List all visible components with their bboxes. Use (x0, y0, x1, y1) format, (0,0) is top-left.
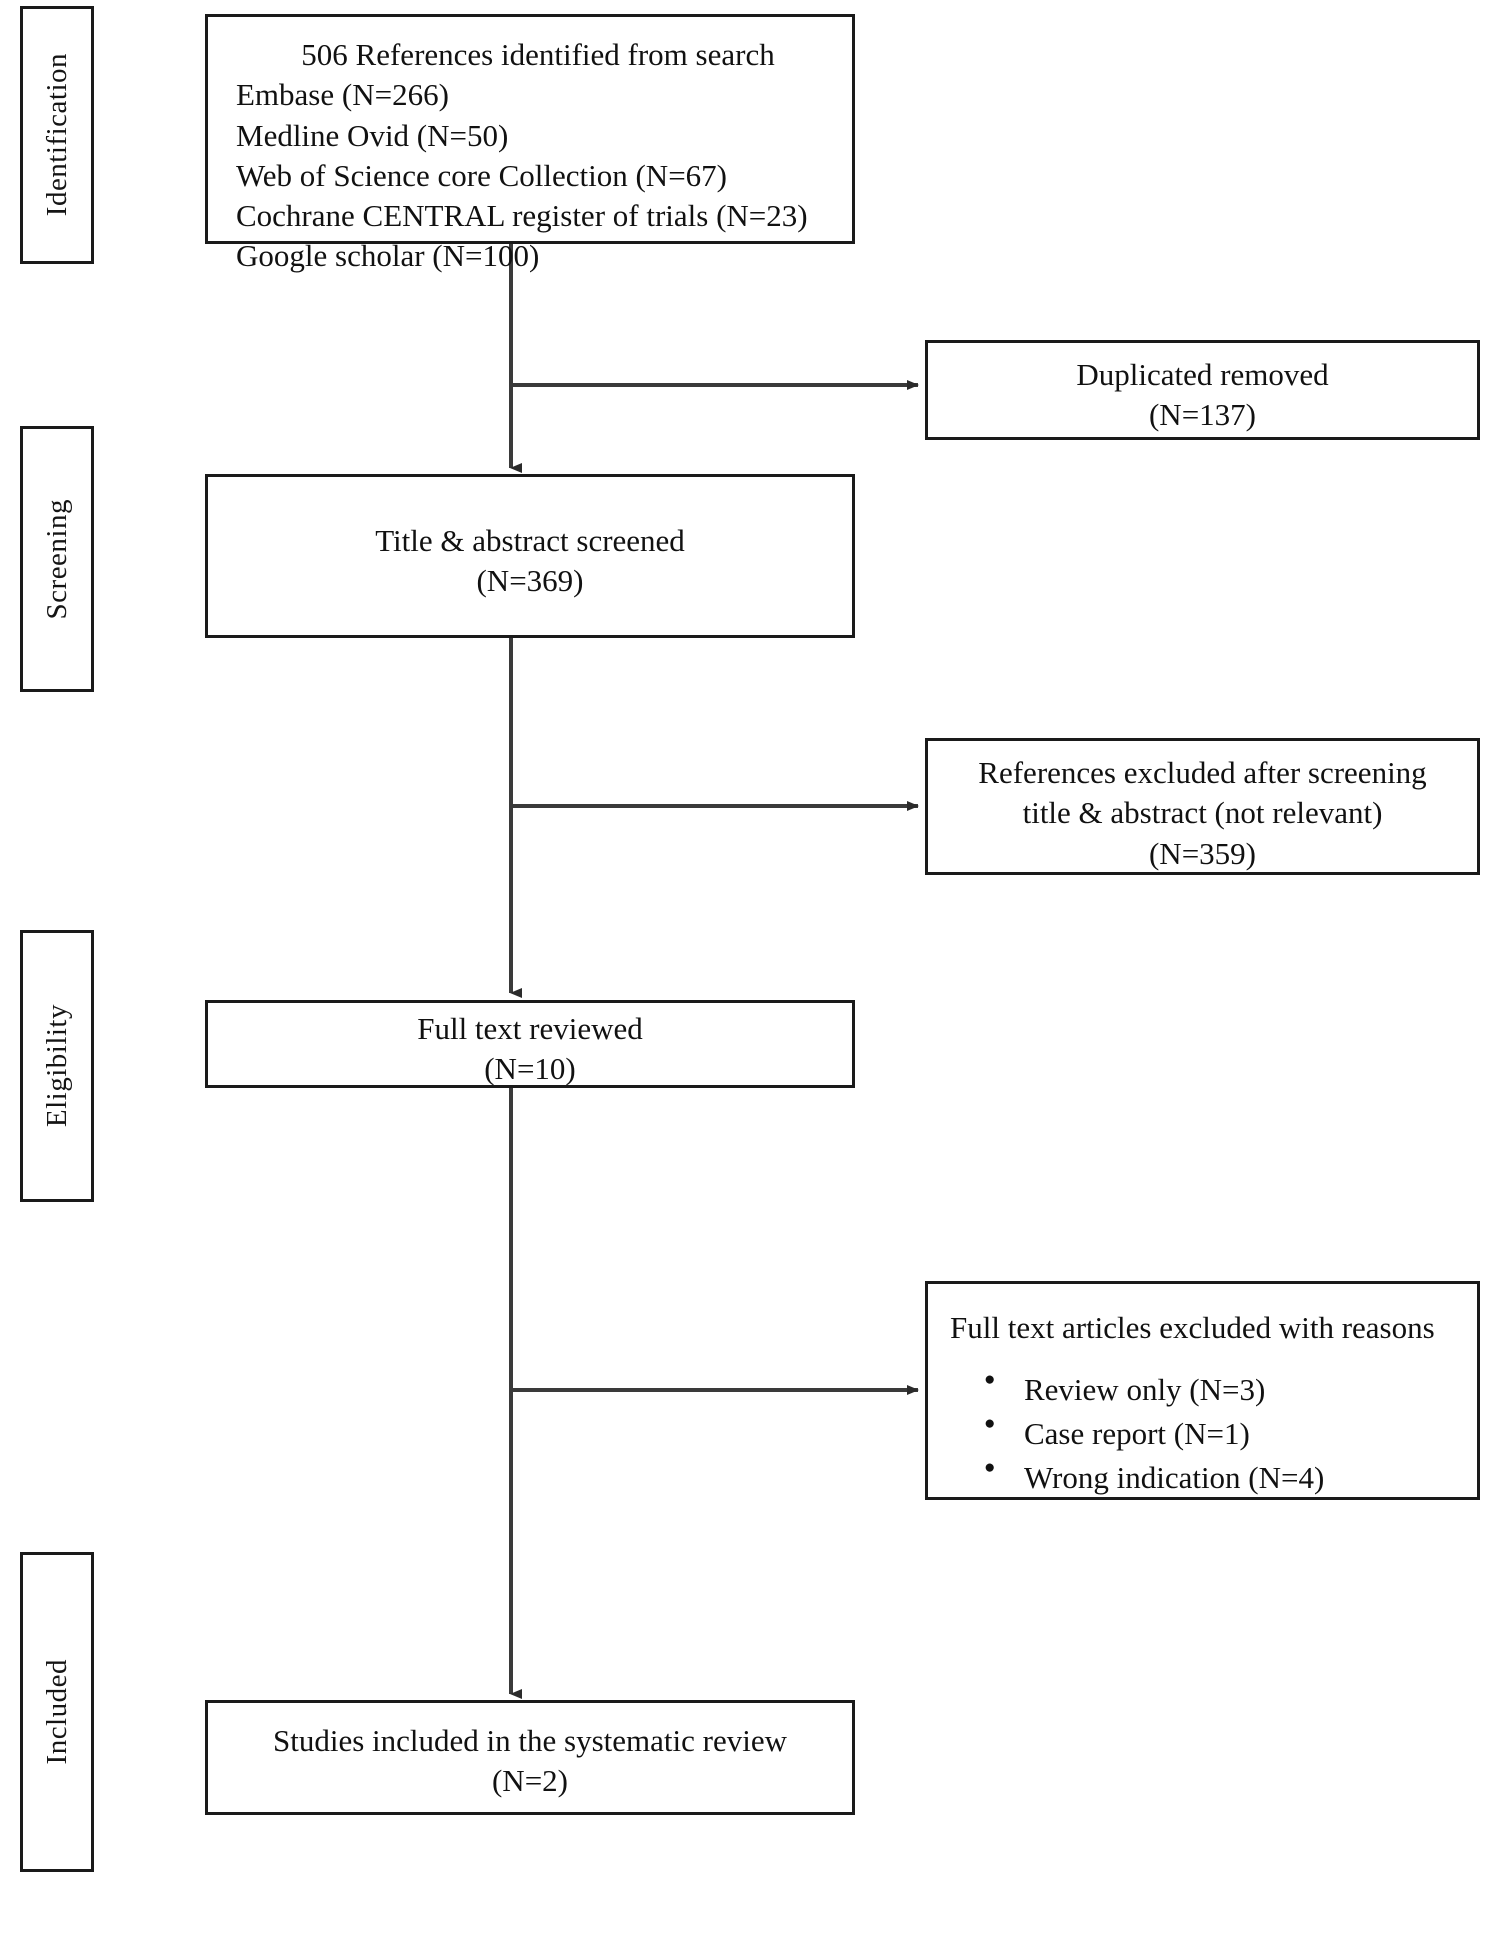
identification-source-embase: Embase (N=266) (236, 77, 449, 113)
identification-source-cochrane: Cochrane CENTRAL register of trials (N=2… (236, 198, 808, 234)
full-text-reviewed-box: Full text reviewed (N=10) (205, 1000, 855, 1088)
identification-source-medline: Medline Ovid (N=50) (236, 117, 509, 153)
full-text-excluded-title: Full text articles excluded with reasons (950, 1310, 1435, 1345)
identification-source-web-of-science: Web of Science core Collection (N=67) (236, 157, 728, 193)
duplicates-removed-box: Duplicated removed (N=137) (925, 340, 1480, 440)
duplicates-removed-line1: Duplicated removed (1076, 357, 1329, 392)
references-excluded-count: (N=359) (1148, 835, 1257, 871)
stage-identification-label: Identification (40, 53, 73, 217)
full-text-reviewed-line1: Full text reviewed (417, 1011, 643, 1046)
full-text-excluded-reason-list: Review only (N=3) Case report (N=1) Wron… (928, 1367, 1477, 1500)
stage-included-label: Included (40, 1659, 73, 1765)
stage-eligibility-label: Eligibility (40, 1004, 73, 1128)
title-abstract-screened-line1: Title & abstract screened (375, 523, 685, 558)
stage-identification: Identification (20, 6, 94, 264)
full-text-excluded-reason-review-only: Review only (N=3) (984, 1367, 1477, 1412)
identification-box: 506 References identified from search Em… (205, 14, 855, 273)
stage-screening: Screening (20, 426, 94, 692)
references-excluded-line2: title & abstract (not relevant) (1022, 795, 1383, 831)
stage-eligibility: Eligibility (20, 930, 94, 1202)
title-abstract-screened-count: (N=369) (476, 563, 584, 599)
identification-source-google-scholar: Google scholar (N=100) (236, 238, 540, 274)
studies-included-box: Studies included in the systematic revie… (205, 1700, 855, 1815)
identification-heading: 506 References identified from search (301, 37, 775, 72)
duplicates-removed-count: (N=137) (1148, 397, 1257, 433)
full-text-excluded-reason-wrong-indication: Wrong indication (N=4) (984, 1455, 1477, 1500)
stage-screening-label: Screening (40, 498, 73, 620)
title-abstract-screened-box: Title & abstract screened (N=369) (205, 474, 855, 638)
stage-included: Included (20, 1552, 94, 1872)
studies-included-count: (N=2) (491, 1763, 569, 1799)
studies-included-line1: Studies included in the systematic revie… (273, 1723, 787, 1758)
full-text-reviewed-count: (N=10) (484, 1051, 576, 1087)
references-excluded-box: References excluded after screening titl… (925, 738, 1480, 875)
full-text-excluded-box: Full text articles excluded with reasons… (925, 1281, 1480, 1500)
full-text-excluded-reason-case-report: Case report (N=1) (984, 1411, 1477, 1456)
references-excluded-line1: References excluded after screening (978, 755, 1427, 790)
